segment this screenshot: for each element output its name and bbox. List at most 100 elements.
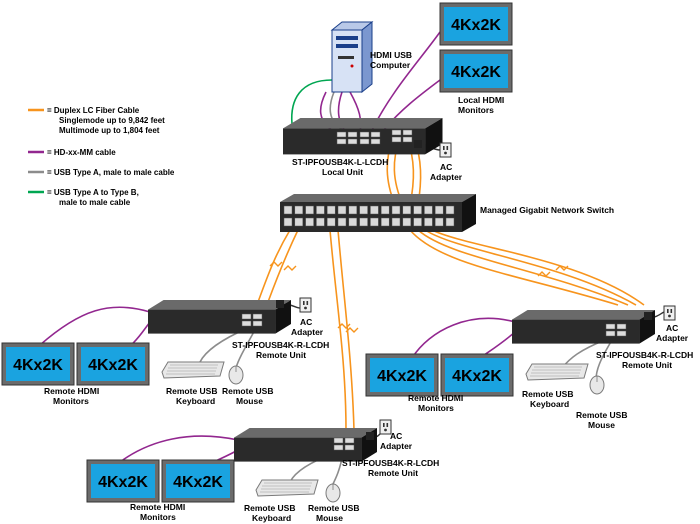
local-monitor-2: 4Kx2K xyxy=(439,49,513,93)
cables xyxy=(39,31,665,487)
local-unit-label-1: ST-IPFOUSB4K-L-LCDH xyxy=(292,157,388,167)
mouse-left-label-2: Mouse xyxy=(236,396,263,406)
local-unit-power-plug xyxy=(414,140,422,148)
switch-port xyxy=(380,217,390,227)
ac-outlet-icon xyxy=(663,305,676,321)
switch-port xyxy=(326,217,336,227)
switch-port xyxy=(391,205,401,215)
remote-unit-left-label-1: ST-IPFOUSB4K-R-LCDH xyxy=(232,340,329,350)
remote-unit-right-box xyxy=(512,310,655,344)
monitor-text: 4Kx2K xyxy=(451,64,501,81)
remote-unit-left-label-2: Remote Unit xyxy=(256,350,306,360)
switch-port xyxy=(413,205,422,215)
switch-port xyxy=(316,217,325,227)
remote-unit-right-plug xyxy=(644,312,652,320)
remote-monitor-left-1: 4Kx2K xyxy=(1,342,75,386)
switch-port xyxy=(402,205,412,215)
keyboard-icon xyxy=(255,479,319,497)
legend-hdmi-label: = HD-xx-MM cable xyxy=(47,148,116,157)
computer-label-2: Computer xyxy=(370,60,411,70)
network-switch xyxy=(280,194,476,232)
keyboard-bottom-label-2: Keyboard xyxy=(252,513,291,523)
switch-port xyxy=(445,217,455,227)
monitor-text: 4Kx2K xyxy=(451,17,501,34)
remote-unit-bottom-plug xyxy=(366,432,374,440)
local-monitors-label-2: Monitors xyxy=(458,105,494,115)
switch-port xyxy=(359,205,368,215)
switch-port xyxy=(337,217,347,227)
monitor-text: 4Kx2K xyxy=(98,474,148,491)
mouse-icon xyxy=(325,483,341,503)
remote-unit-left-plug xyxy=(276,300,284,308)
switch-port xyxy=(348,205,358,215)
legend-usb-ab-label-2: male to male cable xyxy=(59,198,131,207)
keyboard-left-label-2: Keyboard xyxy=(176,396,215,406)
remote-monitors-bottom-label-1: Remote HDMI xyxy=(130,502,185,512)
ac-adapter-label-1: AC xyxy=(666,323,678,333)
remote-monitor-right-1: 4Kx2K xyxy=(365,353,439,397)
keyboard-icon xyxy=(525,363,589,381)
keyboard-right-label-2: Keyboard xyxy=(530,399,569,409)
ac-adapter-label-1: AC xyxy=(390,431,402,441)
mouse-icon xyxy=(589,375,605,395)
remote-monitors-bottom-label-2: Monitors xyxy=(140,512,176,522)
ac-outlet-icon xyxy=(299,297,312,313)
switch-port xyxy=(445,205,455,215)
keyboard-left-label-1: Remote USB xyxy=(166,386,217,396)
switch-port xyxy=(294,205,304,215)
switch-port xyxy=(370,205,379,215)
mouse-right-label-1: Remote USB xyxy=(576,410,627,420)
monitor-text: 4Kx2K xyxy=(13,357,63,374)
legend-usb-aa-label: = USB Type A, male to male cable xyxy=(47,168,175,177)
ac-adapter-label-1: AC xyxy=(440,162,452,172)
remote-monitor-right-2: 4Kx2K xyxy=(440,353,514,397)
computer-tower-icon xyxy=(330,20,374,94)
switch-port xyxy=(424,205,433,215)
switch-port xyxy=(359,217,368,227)
legend-fiber-title: = Duplex LC Fiber Cable xyxy=(47,106,140,115)
remote-unit-bottom-label-2: Remote Unit xyxy=(368,468,418,478)
remote-monitor-bottom-1: 4Kx2K xyxy=(86,459,160,503)
switch-port xyxy=(283,217,293,227)
legend-fiber-singlemode: Singlemode up to 9,842 feet xyxy=(59,116,165,125)
ac-adapter-label-2: Adapter xyxy=(291,327,324,337)
switch-port xyxy=(337,205,347,215)
local-monitors-label-1: Local HDMI xyxy=(458,95,504,105)
local-unit-label-2: Local Unit xyxy=(322,167,363,177)
switch-port xyxy=(326,205,336,215)
keyboard-right-label-1: Remote USB xyxy=(522,389,573,399)
legend-usb-ab-label-1: = USB Type A to Type B, xyxy=(47,188,139,197)
remote-unit-bottom-box xyxy=(234,428,377,462)
switch-port xyxy=(348,217,358,227)
mouse-icon xyxy=(228,365,244,385)
ac-adapter-label-2: Adapter xyxy=(380,441,413,451)
switch-port xyxy=(370,217,379,227)
ac-adapter-label-2: Adapter xyxy=(656,333,689,343)
switch-port xyxy=(434,217,444,227)
computer-label-1: HDMI USB xyxy=(370,50,412,60)
remote-unit-right-label-1: ST-IPFOUSB4K-R-LCDH xyxy=(596,350,693,360)
switch-port xyxy=(283,205,293,215)
switch-port xyxy=(434,205,444,215)
ac-adapter-label-1: AC xyxy=(300,317,312,327)
keyboard-icon xyxy=(161,361,225,379)
mouse-bottom-label-2: Mouse xyxy=(316,513,343,523)
switch-port xyxy=(380,205,390,215)
remote-unit-left-box xyxy=(148,300,291,334)
remote-monitors-left-label-1: Remote HDMI xyxy=(44,386,99,396)
switch-port xyxy=(294,217,304,227)
mouse-right-label-2: Mouse xyxy=(588,420,615,430)
remote-monitors-right-label-1: Remote HDMI xyxy=(408,393,463,403)
ac-outlet-icon xyxy=(439,142,452,158)
remote-unit-right-label-2: Remote Unit xyxy=(622,360,672,370)
remote-monitor-bottom-2: 4Kx2K xyxy=(161,459,235,503)
monitor-text: 4Kx2K xyxy=(88,357,138,374)
switch-port xyxy=(424,217,433,227)
keyboard-bottom-label-1: Remote USB xyxy=(244,503,295,513)
switch-ports xyxy=(283,205,455,227)
ac-adapter-label-2: Adapter xyxy=(430,172,463,182)
remote-unit-bottom-label-1: ST-IPFOUSB4K-R-LCDH xyxy=(342,458,439,468)
switch-port xyxy=(316,205,325,215)
monitor-text: 4Kx2K xyxy=(452,368,502,385)
